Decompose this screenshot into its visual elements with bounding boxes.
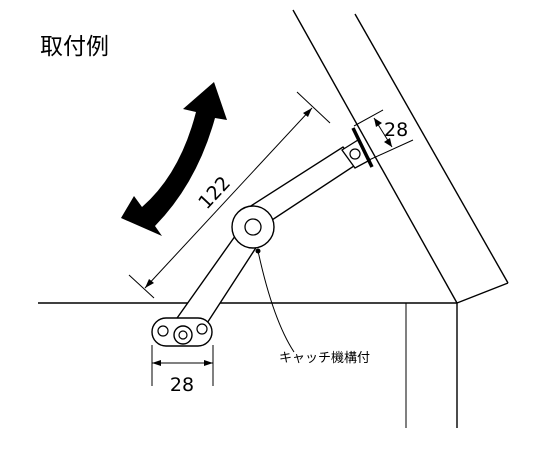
diagram-title: 取付例 — [40, 34, 109, 60]
bottom-bracket-label: 28 — [170, 374, 194, 396]
cabinet-body — [38, 282, 509, 428]
arm-length-dimension — [128, 91, 331, 299]
swing-arrow-icon — [121, 82, 227, 236]
callout-label: キャッチ機構付 — [279, 351, 370, 366]
stay-arm — [168, 146, 359, 335]
lid-bracket — [341, 127, 374, 169]
arm-length-label: 122 — [194, 172, 235, 214]
callout-leader — [257, 250, 295, 353]
lid-panel — [292, 9, 509, 304]
top-bracket-label: 28 — [384, 119, 408, 141]
top-bracket-dimension — [353, 109, 414, 161]
base-bracket — [151, 317, 213, 347]
callout-dot — [255, 248, 261, 254]
bottom-bracket-dimension — [151, 345, 214, 386]
